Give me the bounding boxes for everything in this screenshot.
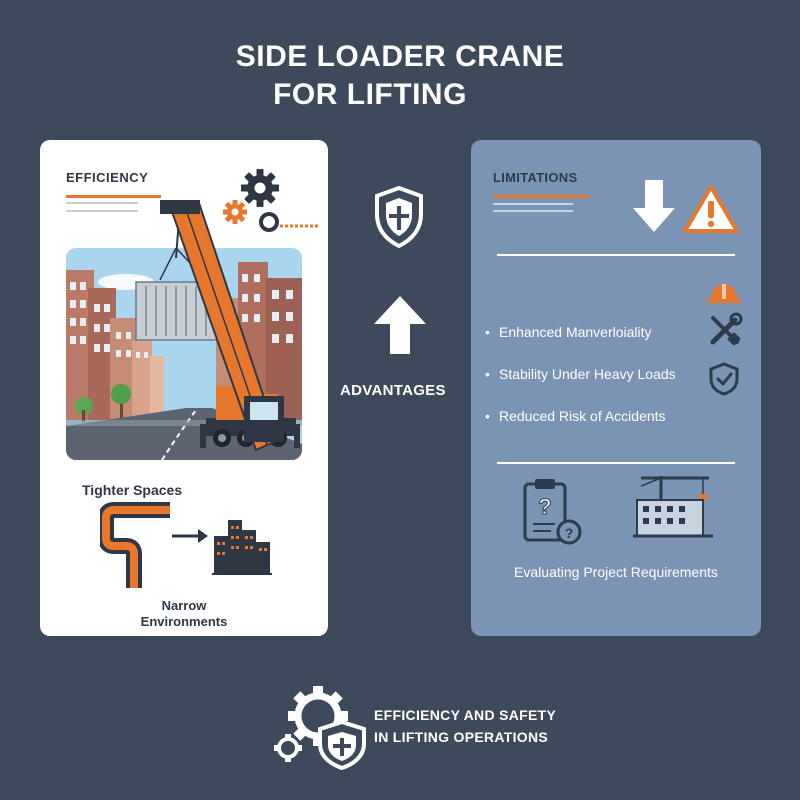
construction-site-icon bbox=[633, 476, 713, 538]
title-line-2: FOR LIFTING bbox=[273, 78, 467, 111]
advantages-list: Enhanced Manverloiality Stability Under … bbox=[485, 322, 676, 448]
hard-hat-icon bbox=[707, 284, 741, 303]
bent-pipe-icon bbox=[100, 502, 170, 588]
evaluating-label: Evaluating Project Requirements bbox=[514, 564, 718, 580]
divider-line bbox=[497, 254, 735, 256]
title-line-1: SIDE LOADER CRANE bbox=[235, 40, 565, 73]
advantages-label: ADVANTAGES bbox=[340, 382, 446, 399]
divider-line bbox=[497, 462, 735, 464]
limitations-card: LIMITATIONS Enhanced Manverloiality Stab… bbox=[471, 140, 761, 636]
divider-line bbox=[66, 202, 138, 204]
divider-line bbox=[66, 210, 138, 212]
tighter-spaces-label: Tighter Spaces bbox=[82, 482, 183, 498]
efficiency-label: EFFICIENCY bbox=[66, 170, 149, 185]
arrow-up-icon bbox=[374, 296, 426, 354]
svg-text:?: ? bbox=[565, 525, 574, 541]
narrow-line-1: Narrow bbox=[161, 598, 207, 613]
clipboard-question-icon: ? ? bbox=[523, 479, 582, 545]
accent-bar bbox=[66, 195, 161, 198]
footer-line-1: EFFICIENCY AND SAFETY bbox=[374, 707, 557, 723]
city-street-scene bbox=[66, 248, 302, 460]
svg-text:?: ? bbox=[538, 494, 551, 519]
efficiency-card: EFFICIENCY bbox=[40, 140, 328, 636]
page-title: SIDE LOADER CRANE FOR LIFTING bbox=[0, 38, 800, 114]
list-item: Stability Under Heavy Loads bbox=[485, 364, 676, 406]
gears-shield-icon bbox=[274, 686, 366, 770]
crane-city-illustration bbox=[66, 248, 302, 460]
footer-line-2: IN LIFTING OPERATIONS bbox=[374, 729, 549, 745]
list-item: Enhanced Manverloiality bbox=[485, 322, 676, 364]
limitations-label: LIMITATIONS bbox=[493, 170, 578, 185]
divider-line bbox=[493, 210, 573, 212]
divider-line bbox=[493, 203, 573, 205]
narrow-line-2: Environments bbox=[140, 614, 228, 629]
warning-icon bbox=[683, 185, 739, 233]
arrow-right-icon bbox=[172, 529, 208, 543]
wrench-screwdriver-icon bbox=[710, 312, 743, 346]
list-item: Reduced Risk of Accidents bbox=[485, 406, 676, 448]
crane-boom bbox=[160, 200, 284, 452]
arrow-down-icon bbox=[633, 180, 675, 232]
accent-bar bbox=[493, 195, 589, 198]
footer-tagline: EFFICIENCY AND SAFETY IN LIFTING OPERATI… bbox=[374, 704, 556, 748]
shield-check-icon bbox=[709, 362, 739, 396]
gears-icon bbox=[223, 169, 320, 232]
narrow-environments-label: Narrow Environments bbox=[40, 598, 328, 630]
shield-icon bbox=[375, 186, 423, 248]
city-buildings-icon bbox=[212, 520, 272, 575]
